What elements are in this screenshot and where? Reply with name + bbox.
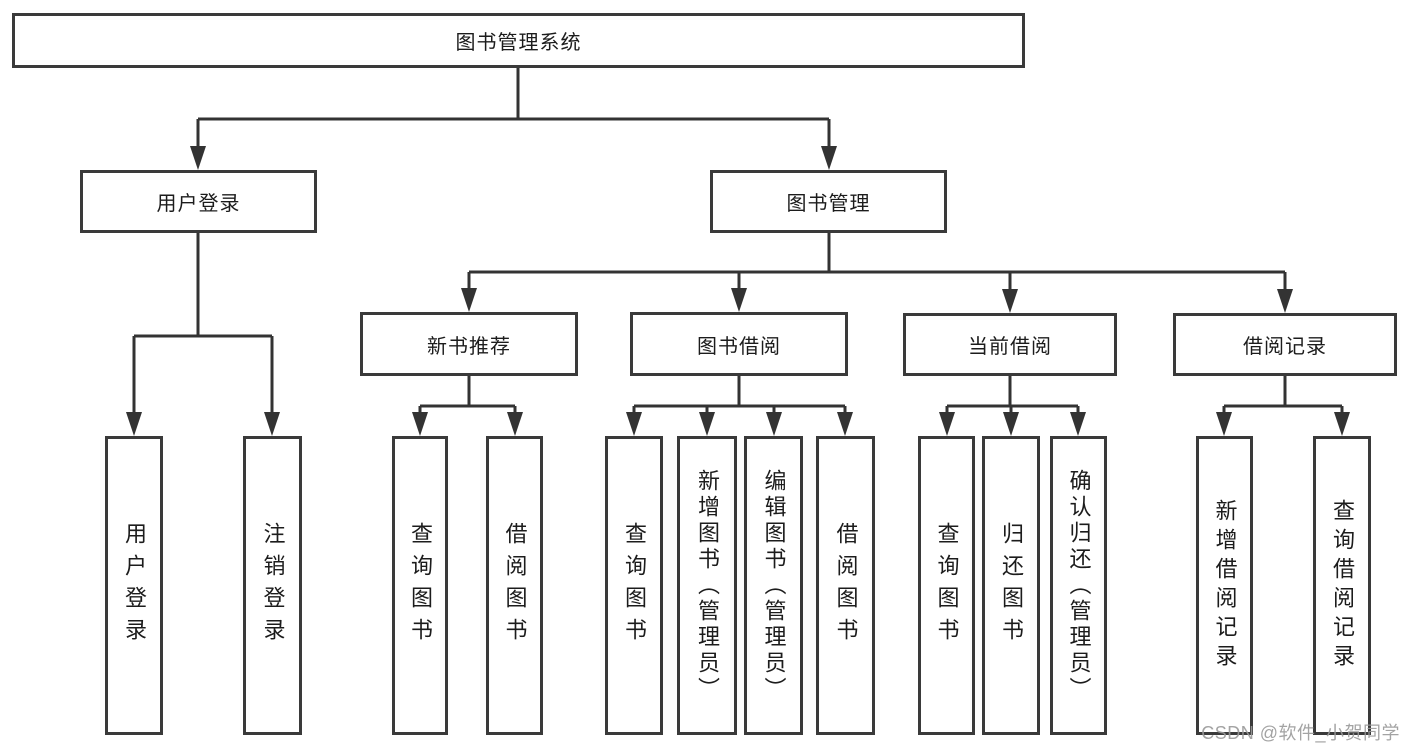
node-leaf-bb-query-books-label: 查询图书 [622, 521, 647, 650]
node-leaf-nbr-query-books: 查询图书 [392, 436, 448, 735]
node-leaf-bb-borrow-books: 借阅图书 [816, 436, 875, 735]
node-leaf-logout-label: 注销登录 [260, 521, 286, 650]
node-user-login-module: 用户登录 [80, 170, 317, 233]
node-leaf-br-query-record-label: 查询借阅记录 [1330, 498, 1355, 673]
node-leaf-bb-add-books-admin-label: 新增图书（管理员） [695, 468, 720, 703]
node-current-borrow: 当前借阅 [903, 313, 1117, 376]
node-leaf-cb-confirm-return-admin-label: 确认归还（管理员） [1066, 468, 1092, 703]
node-leaf-bb-edit-books-admin-label: 编辑图书（管理员） [761, 468, 787, 703]
node-borrow-records: 借阅记录 [1173, 313, 1397, 376]
node-book-mgmt-module: 图书管理 [710, 170, 947, 233]
node-leaf-nbr-borrow-books: 借阅图书 [486, 436, 543, 735]
node-leaf-user-login-label: 用户登录 [122, 521, 147, 650]
node-book-borrow: 图书借阅 [630, 312, 848, 376]
node-leaf-bb-add-books-admin: 新增图书（管理员） [677, 436, 737, 735]
node-leaf-cb-return-books-label: 归还图书 [999, 521, 1024, 650]
node-leaf-bb-edit-books-admin: 编辑图书（管理员） [744, 436, 803, 735]
node-borrow-records-label: 借阅记录 [1243, 336, 1327, 358]
node-leaf-br-add-record: 新增借阅记录 [1196, 436, 1253, 735]
node-leaf-cb-return-books: 归还图书 [982, 436, 1040, 735]
node-leaf-bb-query-books: 查询图书 [605, 436, 663, 735]
node-leaf-br-add-record-label: 新增借阅记录 [1212, 498, 1238, 673]
node-leaf-logout: 注销登录 [243, 436, 302, 735]
node-new-book-recommend-label: 新书推荐 [427, 335, 511, 358]
node-user-login-module-label: 用户登录 [156, 193, 241, 215]
node-book-mgmt-module-label: 图书管理 [786, 193, 871, 215]
node-leaf-br-query-record: 查询借阅记录 [1313, 436, 1371, 735]
node-leaf-cb-query-books-label: 查询图书 [934, 521, 960, 650]
node-system-root-label: 图书管理系统 [455, 32, 582, 54]
node-system-root: 图书管理系统 [12, 13, 1025, 68]
node-new-book-recommend: 新书推荐 [360, 312, 578, 376]
node-leaf-bb-borrow-books-label: 借阅图书 [833, 521, 859, 650]
node-book-borrow-label: 图书借阅 [697, 335, 781, 358]
node-leaf-nbr-borrow-books-label: 借阅图书 [502, 521, 528, 650]
csdn-watermark: CSDN @软件_小贺同学 [1201, 723, 1400, 743]
node-leaf-user-login: 用户登录 [105, 436, 163, 735]
node-current-borrow-label: 当前借阅 [968, 336, 1052, 358]
node-leaf-cb-confirm-return-admin: 确认归还（管理员） [1050, 436, 1107, 735]
node-leaf-nbr-query-books-label: 查询图书 [408, 521, 433, 650]
node-leaf-cb-query-books: 查询图书 [918, 436, 975, 735]
